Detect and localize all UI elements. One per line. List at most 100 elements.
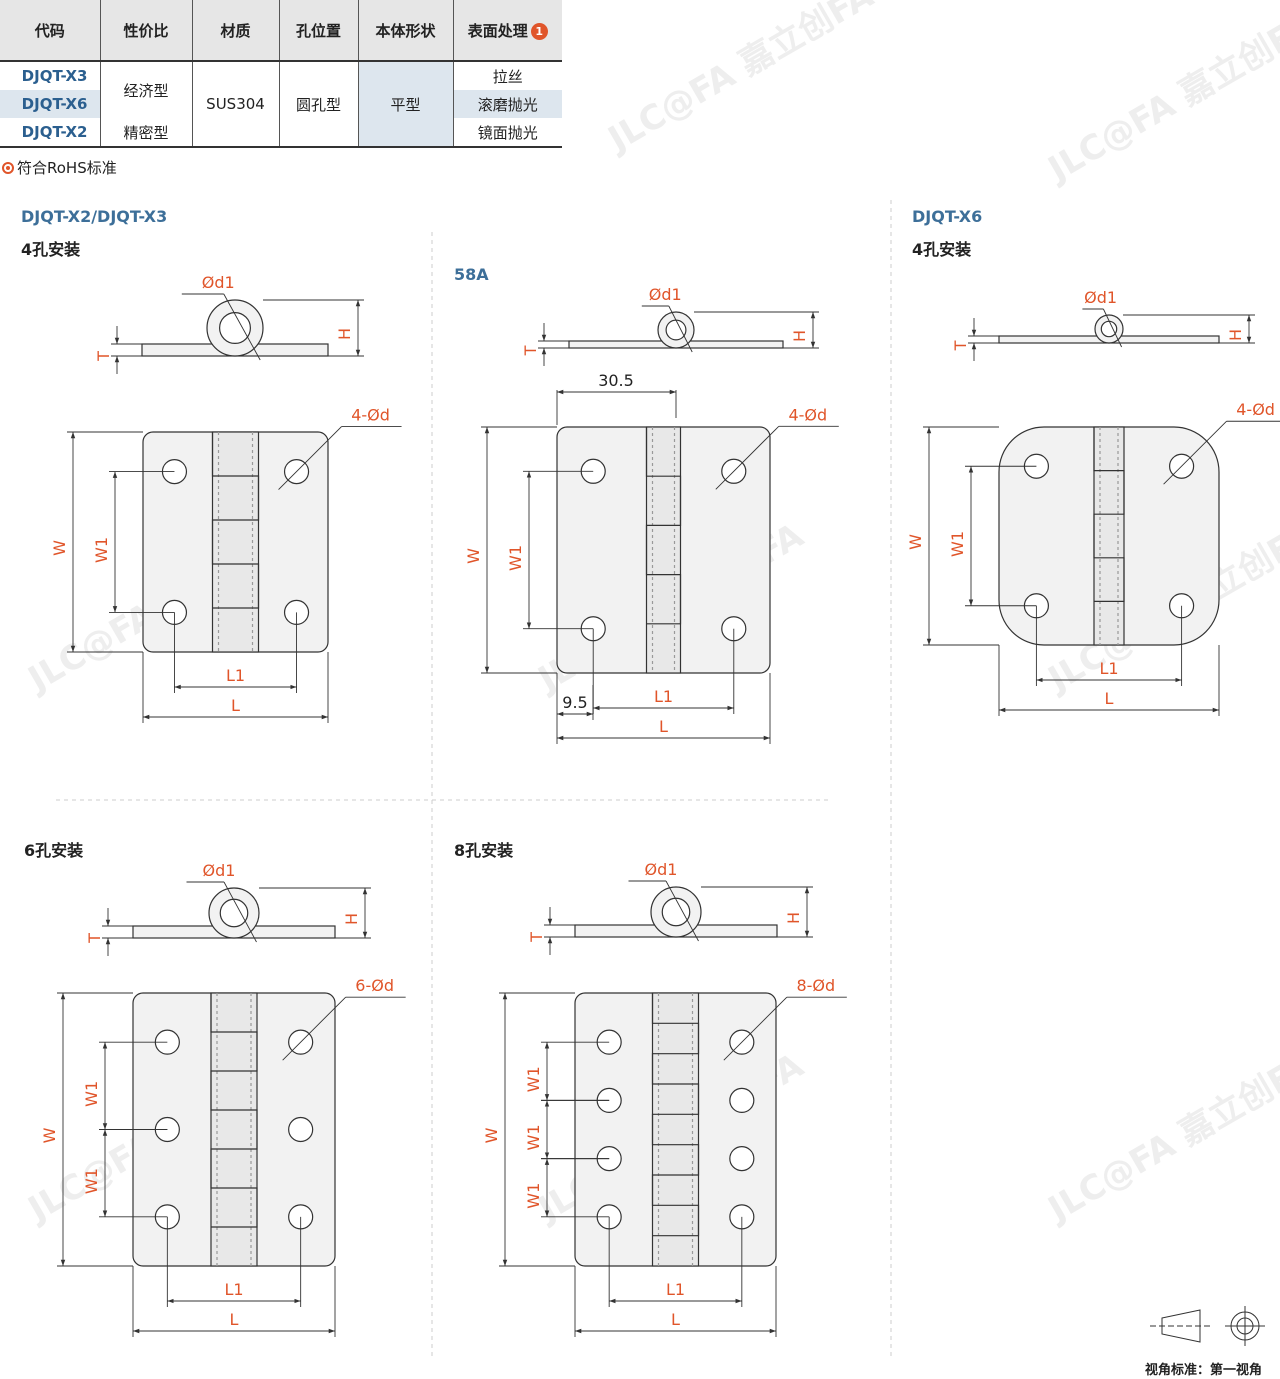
note-badge: 1 — [530, 22, 548, 40]
leader-line — [723, 996, 788, 1061]
hinge-knuckle-band — [651, 992, 700, 1267]
header-material: 材质 — [191, 0, 279, 62]
grade-precision-cell: 精密型 — [99, 118, 192, 148]
leader-line — [1163, 420, 1227, 485]
dim-30-5-label: 30.5 — [598, 371, 634, 390]
rohs-label: 符合RoHS标准 — [17, 159, 117, 177]
l1-label: L1 — [654, 687, 673, 706]
section-title-58a: 58A — [454, 265, 489, 284]
l1-label: L1 — [224, 1280, 243, 1299]
hole-callout-label: 4-Ød — [351, 406, 390, 425]
t-label: T — [527, 932, 546, 943]
w1-label: W1 — [506, 545, 525, 571]
t-label: T — [951, 340, 970, 351]
hole-position-cell: 圆孔型 — [278, 61, 358, 148]
table-row: DJQT-X3 经济型 SUS304 圆孔型 平型 拉丝 — [0, 61, 562, 148]
w1-label: W1 — [82, 1081, 101, 1107]
hinge-knuckle-band — [645, 426, 682, 674]
d1-label: Ød1 — [645, 860, 678, 879]
leader-line — [665, 880, 699, 942]
section-subtitle-4hole: 4孔安装 — [21, 240, 81, 259]
row-code: DJQT-X6 — [0, 90, 100, 118]
rohs-note: 符合RoHS标准 — [2, 157, 117, 178]
mounting-hole — [288, 1116, 314, 1143]
header-code: 代码 — [0, 0, 100, 62]
table-row: DJQT-X2 精密型 镜面抛光 — [0, 118, 562, 148]
hole-callout-label: 4-Ød — [788, 405, 827, 424]
pin-hole — [219, 898, 249, 928]
l1-label: L1 — [1099, 659, 1118, 678]
l-label: L — [659, 717, 668, 736]
hinge-knuckle-band — [211, 431, 260, 653]
mounting-hole — [729, 1087, 755, 1113]
w-label: W — [40, 1127, 59, 1143]
hole-callout-label: 8-Ød — [796, 976, 835, 995]
d1-label: Ød1 — [203, 861, 236, 880]
section-subtitle-right-4hole: 4孔安装 — [912, 240, 972, 259]
d1-label: Ød1 — [649, 285, 682, 304]
w1-label: W1 — [524, 1183, 543, 1209]
surface-cell: 镜面抛光 — [452, 118, 562, 148]
header-hole-position: 孔位置 — [278, 0, 358, 62]
hole-callout-label: 4-Ød — [1236, 400, 1275, 419]
surface-cell: 滚磨抛光 — [452, 90, 562, 118]
dim-9-5-label: 9.5 — [562, 693, 587, 712]
header-body-shape: 本体形状 — [357, 0, 453, 62]
leader-line — [1102, 308, 1123, 348]
w-label: W — [50, 540, 69, 556]
l-label: L — [671, 1310, 680, 1329]
header-grade: 性价比 — [99, 0, 192, 62]
pin-hole — [661, 897, 691, 927]
pin-hole — [219, 312, 252, 345]
l1-label: L1 — [226, 666, 245, 685]
d1-label: Ød1 — [202, 273, 235, 292]
leader-line — [223, 293, 261, 361]
interlock-edge — [211, 432, 260, 609]
row-code: DJQT-X3 — [21, 67, 88, 85]
hole-callout-label: 6-Ød — [355, 976, 394, 995]
leader-line — [223, 881, 257, 943]
w-label: W — [906, 534, 925, 550]
h-label: H — [335, 328, 354, 340]
l1-label: L1 — [666, 1280, 685, 1299]
w-label: W — [464, 548, 483, 564]
h-label: H — [342, 913, 361, 925]
t-label: T — [521, 345, 540, 356]
w1-label: W1 — [948, 531, 967, 557]
leader-line — [278, 426, 342, 490]
interlock-edge — [651, 993, 700, 1237]
mounting-hole — [729, 1146, 755, 1172]
leader-line — [668, 305, 693, 353]
h-label: H — [784, 912, 803, 924]
d1-label: Ød1 — [1084, 288, 1117, 307]
t-label: T — [85, 933, 104, 944]
hinge-knuckle-band — [1093, 426, 1125, 646]
interlock-edge — [1093, 427, 1125, 602]
w-label: W — [482, 1127, 501, 1143]
surface-cell: 拉丝 — [452, 61, 562, 90]
leader-line — [715, 425, 780, 490]
section-title-left: DJQT-X2/DJQT-X3 — [21, 207, 168, 226]
hinge-knuckle-band — [210, 992, 258, 1267]
grade-economy-cell: 经济型 — [99, 61, 192, 118]
section-subtitle-6hole: 6孔安装 — [24, 841, 84, 860]
w1-label: W1 — [82, 1168, 101, 1194]
row-code: DJQT-X2 — [0, 118, 100, 148]
w1-label: W1 — [524, 1066, 543, 1092]
pin-hole — [665, 319, 687, 341]
interlock-edge — [210, 993, 258, 1228]
h-label: H — [790, 330, 809, 342]
view-standard-label: 视角标准：第一视角 — [1145, 1363, 1263, 1378]
pin-hole — [1100, 320, 1118, 338]
w1-label: W1 — [524, 1125, 543, 1151]
l-label: L — [230, 1310, 239, 1329]
section-subtitle-8hole: 8孔安装 — [454, 841, 514, 860]
leader-line — [282, 996, 346, 1061]
rohs-icon — [2, 162, 14, 174]
first-angle-projection-icon — [1150, 1306, 1265, 1346]
body-shape-cell: 平型 — [357, 61, 453, 148]
